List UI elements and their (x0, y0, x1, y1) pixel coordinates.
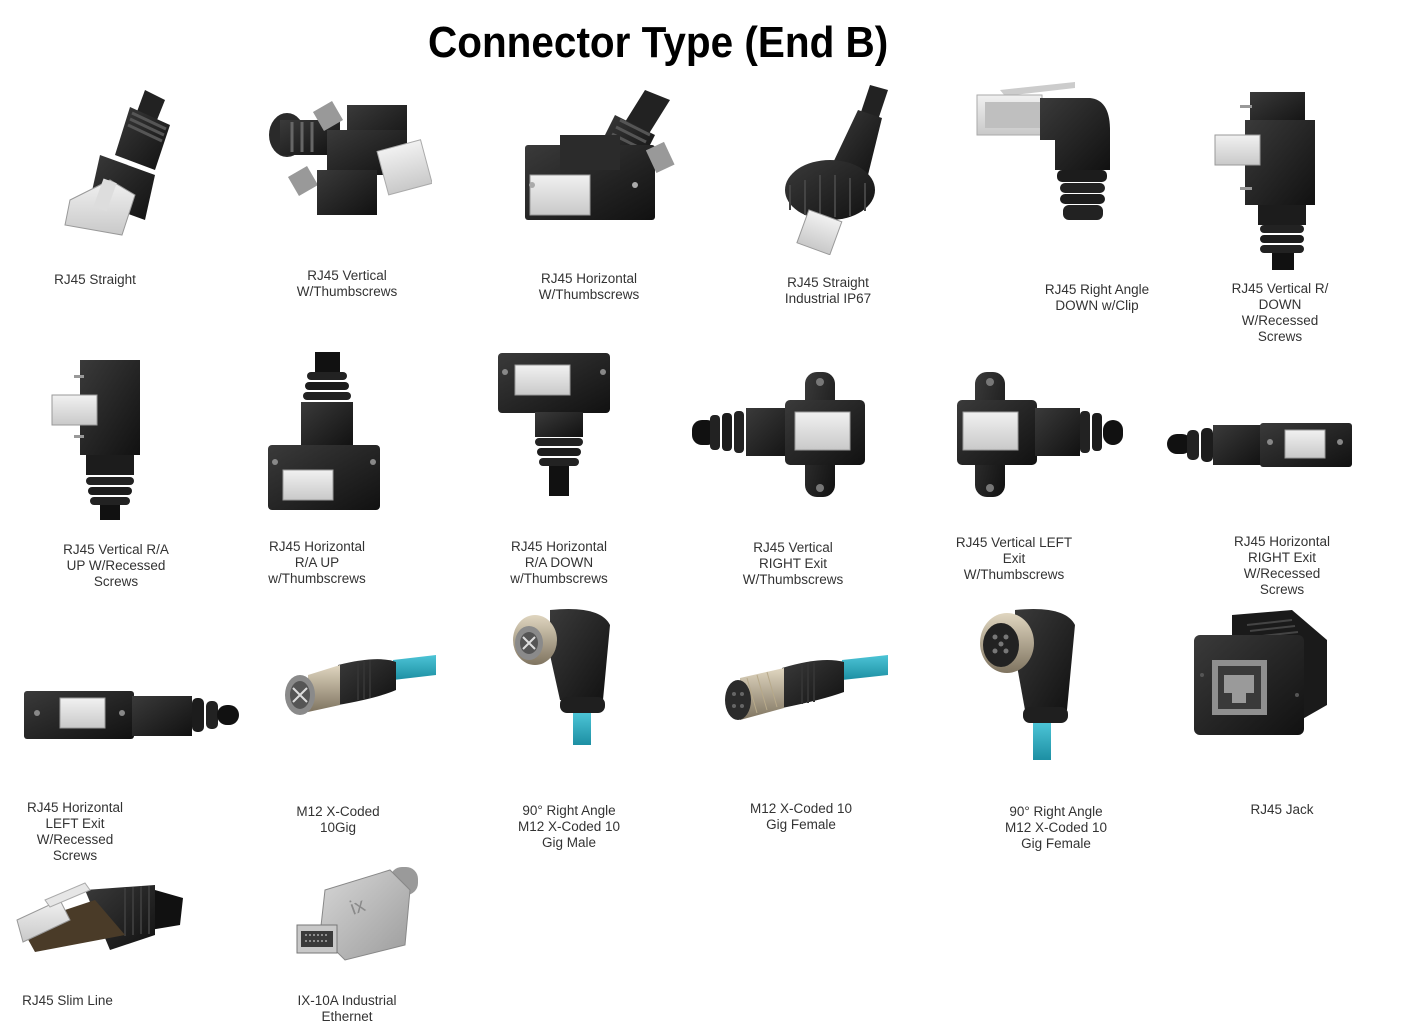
rj45-vertical-right-exit-icon (690, 370, 870, 500)
connector-label: M12 X-Coded 10Gig (296, 804, 380, 835)
connector-label: RJ45 Vertical R/ DOWN W/Recessed Screws (1231, 281, 1329, 344)
rj45-industrial-ip67-icon (780, 80, 900, 255)
connector-label: RJ45 Horizontal LEFT Exit W/Recessed Scr… (26, 800, 124, 863)
m12-x-coded-icon (278, 650, 438, 720)
rj45-vertical-left-exit-icon (955, 370, 1125, 500)
connector-label: 90° Right Angle M12 X-Coded 10 Gig Male (517, 803, 621, 850)
connector-label: 90° Right Angle M12 X-Coded 10 Gig Femal… (1004, 804, 1108, 851)
connector-label: RJ45 Horizontal R/A DOWN w/Thumbscrews (510, 539, 608, 586)
connector-label: RJ45 Vertical LEFT Exit W/Thumbscrews (955, 535, 1073, 582)
ix-10a-icon: ix (295, 865, 425, 965)
connector-label: M12 X-Coded 10 Gig Female (749, 801, 853, 832)
page-title: Connector Type (End B) (428, 18, 889, 67)
m12-female-icon (722, 650, 890, 725)
rj45-vertical-ra-down-icon (1210, 90, 1330, 270)
connector-label: RJ45 Right Angle DOWN w/Clip (1044, 282, 1150, 313)
m12-right-angle-female-icon (975, 605, 1085, 760)
connector-label: RJ45 Vertical RIGHT Exit W/Thumbscrews (742, 540, 844, 587)
m12-right-angle-male-icon (505, 605, 620, 745)
connector-label: RJ45 Vertical R/A UP W/Recessed Screws (63, 542, 169, 589)
connector-label: RJ45 Slim Line (22, 993, 113, 1008)
rj45-horizontal-ra-down-icon (495, 350, 615, 505)
rj45-vertical-thumbscrew-icon (262, 100, 432, 220)
rj45-horizontal-right-exit-icon (1165, 420, 1355, 470)
rj45-horizontal-ra-up-icon (265, 350, 385, 515)
rj45-horizontal-thumbscrew-icon (520, 85, 700, 225)
connector-label: RJ45 Straight Industrial IP67 (784, 275, 872, 306)
rj45-horizontal-left-exit-icon (22, 688, 240, 743)
svg-text:ix: ix (347, 894, 368, 920)
connector-label: IX-10A Industrial Ethernet (297, 993, 397, 1024)
connector-label: RJ45 Horizontal RIGHT Exit W/Recessed Sc… (1233, 534, 1331, 597)
connector-label: RJ45 Vertical W/Thumbscrews (296, 268, 398, 299)
connector-label: RJ45 Horizontal W/Thumbscrews (538, 271, 640, 302)
rj45-vertical-ra-up-icon (50, 355, 160, 520)
connector-label: RJ45 Straight (54, 272, 136, 287)
rj45-slim-line-icon (15, 880, 185, 955)
rj45-straight-icon (60, 85, 190, 240)
connector-label: RJ45 Jack (1250, 802, 1314, 817)
rj45-jack-icon (1192, 605, 1332, 740)
rj45-right-angle-down-icon (975, 80, 1115, 235)
connector-label: RJ45 Horizontal R/A UP w/Thumbscrews (268, 539, 366, 586)
